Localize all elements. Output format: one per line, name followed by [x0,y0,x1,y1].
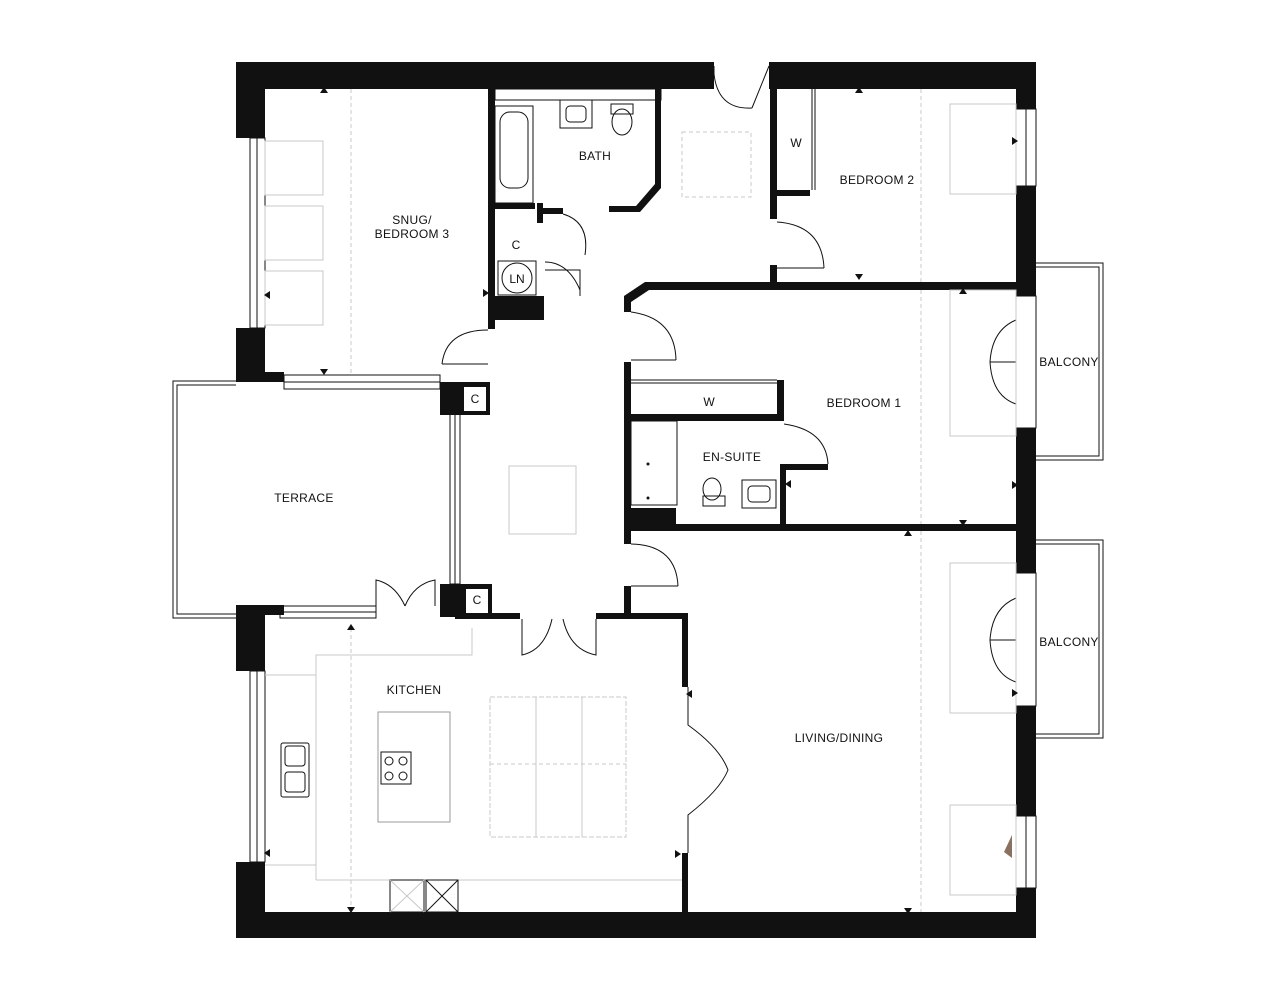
bedroom2-label: BEDROOM 2 [840,173,915,187]
ensuite-label: EN-SUITE [703,450,761,464]
wardrobe-label-bedroom2: W [790,136,802,150]
bath-label: BATH [579,149,611,163]
terrace-outline [172,380,236,619]
balcony-upper-label: BALCONY [1039,355,1098,369]
living-dining-label: LIVING/DINING [795,731,884,745]
cupboard-label-terrace-lower: C [473,593,482,607]
dimension-markers [264,87,1018,914]
bedroom1-label: BEDROOM 1 [827,396,902,410]
snug-label: SNUG/ [392,213,432,227]
windows [249,108,1037,889]
terrace-label: TERRACE [274,491,333,505]
balcony-lower-outline [1035,539,1104,739]
cupboard-label-terrace-upper: C [471,392,480,406]
cupboard-interiors [464,387,488,613]
kitchen-label: KITCHEN [387,683,442,697]
snug-label-line2: BEDROOM 3 [375,227,450,241]
balcony-upper-outline [1035,262,1104,461]
door-swings [375,65,1017,853]
balcony-lower-label: BALCONY [1039,635,1098,649]
internal-walls [440,89,1016,913]
outer-walls [236,62,1036,938]
ensuite-fixtures [630,420,777,509]
wardrobe-label-bedroom1: W [703,395,715,409]
furniture-outlines [264,89,1017,912]
cupboard-label-hall: C [512,238,521,252]
bath-fixtures [494,88,662,204]
wardrobe-rails [631,89,816,384]
linen-cylinder [497,260,537,296]
linen-label: LN [509,272,524,286]
kitchen-fixtures [265,628,682,913]
